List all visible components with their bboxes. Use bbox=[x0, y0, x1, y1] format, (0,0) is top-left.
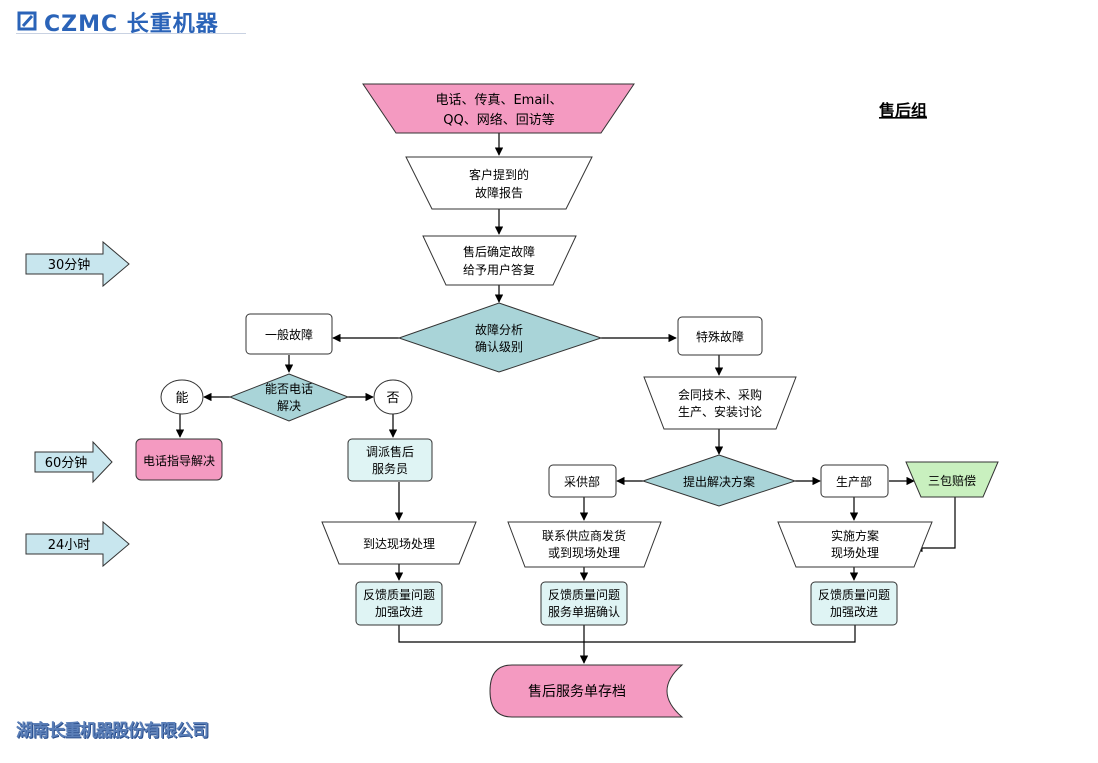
time-marker-24h-label: 24小时 bbox=[48, 538, 91, 553]
node-special-fault: 特殊故障 bbox=[677, 316, 763, 356]
archive-label: 售后服务单存档 bbox=[528, 684, 626, 700]
general-fault-label: 一般故障 bbox=[265, 327, 313, 342]
header-divider bbox=[16, 33, 246, 34]
implement-line1: 实施方案 bbox=[831, 528, 879, 543]
no-label: 否 bbox=[386, 391, 399, 406]
meeting-line1: 会同技术、采购 bbox=[678, 387, 762, 402]
fb1-line1: 反馈质量问题 bbox=[363, 588, 435, 602]
node-no: 否 bbox=[373, 379, 413, 415]
node-production: 生产部 bbox=[820, 464, 889, 498]
connectors bbox=[175, 133, 956, 664]
node-onsite: 到达现场处理 bbox=[321, 521, 477, 565]
supplier-line2: 或到现场处理 bbox=[548, 546, 620, 560]
implement-line2: 现场处理 bbox=[831, 546, 879, 560]
solution-label: 提出解决方案 bbox=[683, 474, 755, 489]
input-line2: QQ、网络、回访等 bbox=[443, 112, 554, 128]
node-confirm-fault: 售后确定故障 给予用户答复 bbox=[422, 235, 577, 286]
analysis-line2: 确认级别 bbox=[475, 340, 523, 354]
node-supplier: 联系供应商发货 或到现场处理 bbox=[507, 521, 662, 568]
confirm-line2: 给予用户答复 bbox=[463, 262, 535, 277]
fb2-line1: 反馈质量问题 bbox=[548, 588, 620, 602]
footer-company-name: 湖南长重机器股份有限公司 bbox=[16, 721, 209, 741]
fb1-line2: 加强改进 bbox=[375, 605, 423, 619]
node-feedback-1: 反馈质量问题 加强改进 bbox=[355, 581, 443, 626]
node-feedback-3: 反馈质量问题 加强改进 bbox=[810, 581, 898, 626]
input-line1: 电话、传真、Email、 bbox=[435, 93, 562, 108]
node-fault-report: 客户提到的 故障报告 bbox=[405, 156, 593, 210]
node-dispatch: 调派售后 服务员 bbox=[347, 438, 433, 482]
node-phone-resolvable: 能否电话 解决 bbox=[228, 373, 350, 422]
purchase-label: 采供部 bbox=[564, 474, 600, 489]
confirm-line1: 售后确定故障 bbox=[463, 244, 535, 259]
report-line2: 故障报告 bbox=[475, 185, 523, 200]
phone-q-line1: 能否电话 bbox=[265, 382, 313, 396]
warranty-label: 三包赔偿 bbox=[928, 473, 976, 488]
phone-guide-label: 电话指导解决 bbox=[143, 453, 215, 468]
node-archive: 售后服务单存档 bbox=[489, 664, 684, 718]
special-fault-label: 特殊故障 bbox=[696, 329, 744, 344]
dispatch-line2: 服务员 bbox=[372, 461, 408, 476]
yes-label: 能 bbox=[175, 391, 188, 406]
fb2-line2: 服务单据确认 bbox=[548, 604, 620, 619]
logo-text: CZMC 长重机器 bbox=[44, 12, 219, 37]
node-implement: 实施方案 现场处理 bbox=[777, 521, 933, 568]
phone-q-line2: 解决 bbox=[277, 399, 301, 413]
time-marker-30-label: 30分钟 bbox=[48, 257, 91, 273]
node-yes: 能 bbox=[160, 379, 204, 415]
onsite-label: 到达现场处理 bbox=[363, 537, 435, 551]
group-title: 售后组 bbox=[879, 101, 927, 120]
fb3-line2: 加强改进 bbox=[830, 605, 878, 619]
company-logo: CZMC 长重机器 bbox=[16, 6, 246, 37]
node-purchase: 采供部 bbox=[548, 464, 617, 498]
time-marker-60-label: 60分钟 bbox=[45, 455, 88, 471]
fb3-line1: 反馈质量问题 bbox=[818, 588, 890, 602]
report-line1: 客户提到的 bbox=[469, 167, 529, 182]
time-marker-30: 30分钟 bbox=[25, 240, 130, 288]
node-fault-analysis: 故障分析 确认级别 bbox=[397, 302, 603, 373]
node-solution: 提出解决方案 bbox=[641, 454, 797, 507]
time-marker-60: 60分钟 bbox=[34, 440, 113, 484]
meeting-line2: 生产、安装讨论 bbox=[678, 404, 762, 419]
node-meeting: 会同技术、采购 生产、安装讨论 bbox=[643, 376, 797, 430]
node-phone-guide: 电话指导解决 bbox=[135, 438, 223, 481]
node-general-fault: 一般故障 bbox=[245, 313, 333, 355]
supplier-line1: 联系供应商发货 bbox=[542, 528, 626, 543]
node-feedback-2: 反馈质量问题 服务单据确认 bbox=[540, 581, 628, 626]
node-warranty: 三包赔偿 bbox=[905, 461, 999, 498]
analysis-line1: 故障分析 bbox=[475, 322, 523, 337]
node-input-channels: 电话、传真、Email、 QQ、网络、回访等 bbox=[362, 83, 635, 134]
logo-mark-icon bbox=[17, 11, 37, 31]
dispatch-line1: 调派售后 bbox=[366, 444, 414, 459]
production-label: 生产部 bbox=[836, 474, 872, 489]
time-marker-24h: 24小时 bbox=[25, 520, 130, 568]
